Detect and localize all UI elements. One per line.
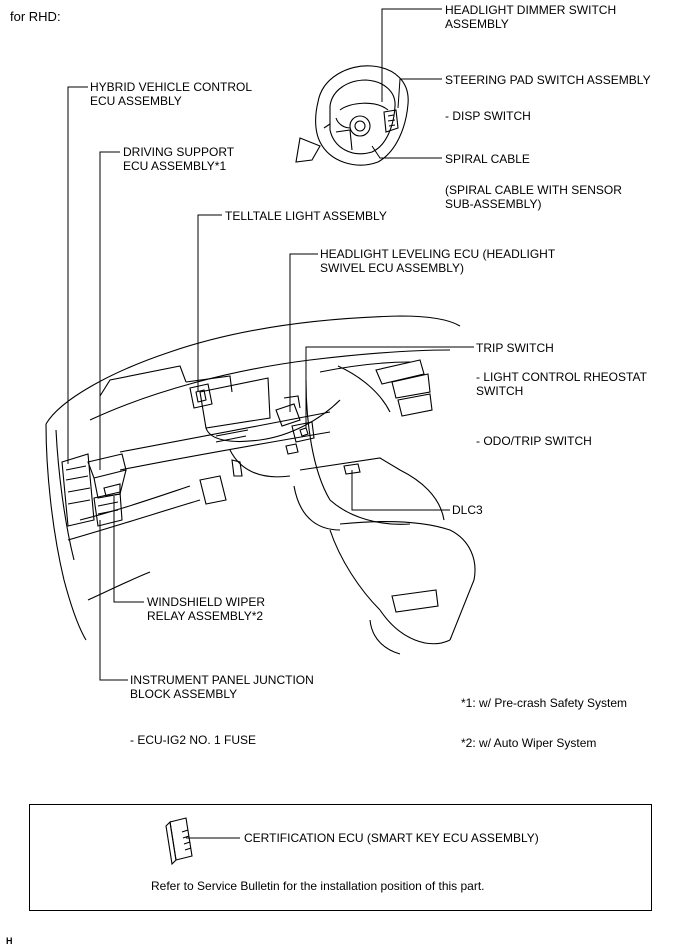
component-hybrid-ecu bbox=[61, 453, 95, 527]
label-dlc3: DLC3 bbox=[452, 503, 483, 517]
footnote-1: *1: w/ Pre-crash Safety System bbox=[461, 696, 628, 710]
footnote-2: *2: w/ Auto Wiper System bbox=[461, 736, 597, 750]
label-instrument-panel-junction-block: INSTRUMENT PANEL JUNCTION BLOCK ASSEMBLY bbox=[130, 673, 314, 701]
certification-ecu-box bbox=[29, 804, 652, 911]
component-ipjb bbox=[93, 483, 123, 527]
dashboard-outline bbox=[45, 315, 476, 655]
label-ecu-ig2-fuse: - ECU-IG2 NO. 1 FUSE bbox=[130, 733, 257, 747]
leader-lines bbox=[67, 8, 474, 839]
variant-label: for RHD: bbox=[10, 9, 61, 24]
label-service-bulletin-note: Refer to Service Bulletin for the instal… bbox=[151, 879, 485, 893]
component-dlc3 bbox=[343, 463, 361, 475]
label-telltale-light: TELLTALE LIGHT ASSEMBLY bbox=[225, 209, 387, 223]
label-spiral-cable: SPIRAL CABLE bbox=[445, 152, 530, 166]
label-windshield-wiper-relay: WINDSHIELD WIPER RELAY ASSEMBLY*2 bbox=[147, 595, 266, 623]
component-trip-switch bbox=[291, 421, 315, 443]
label-headlight-dimmer-switch: HEADLIGHT DIMMER SWITCH ASSEMBLY bbox=[445, 3, 617, 31]
label-headlight-leveling-ecu: HEADLIGHT LEVELING ECU (HEADLIGHT SWIVEL… bbox=[320, 247, 556, 275]
label-light-control-rheostat: - LIGHT CONTROL RHEOSTAT SWITCH bbox=[476, 370, 647, 398]
steering-wheel-illustration bbox=[295, 65, 409, 166]
component-telltale bbox=[189, 383, 213, 409]
label-certification-ecu: CERTIFICATION ECU (SMART KEY ECU ASSEMBL… bbox=[244, 831, 539, 845]
label-driving-support-ecu: DRIVING SUPPORT ECU ASSEMBLY*1 bbox=[123, 145, 235, 173]
label-odo-trip-switch: - ODO/TRIP SWITCH bbox=[476, 434, 592, 448]
label-hybrid-vehicle-control-ecu: HYBRID VEHICLE CONTROL ECU ASSEMBLY bbox=[90, 80, 253, 108]
component-headlight-leveling bbox=[275, 395, 301, 427]
label-trip-switch: TRIP SWITCH bbox=[476, 341, 554, 355]
figure-code: H bbox=[6, 936, 13, 946]
label-steering-pad-switch: STEERING PAD SWITCH ASSEMBLY bbox=[445, 73, 651, 87]
certification-ecu-icon bbox=[165, 817, 193, 866]
label-spiral-cable-sensor: (SPIRAL CABLE WITH SENSOR SUB-ASSEMBLY) bbox=[445, 183, 622, 211]
label-disp-switch: - DISP SWITCH bbox=[445, 109, 531, 123]
